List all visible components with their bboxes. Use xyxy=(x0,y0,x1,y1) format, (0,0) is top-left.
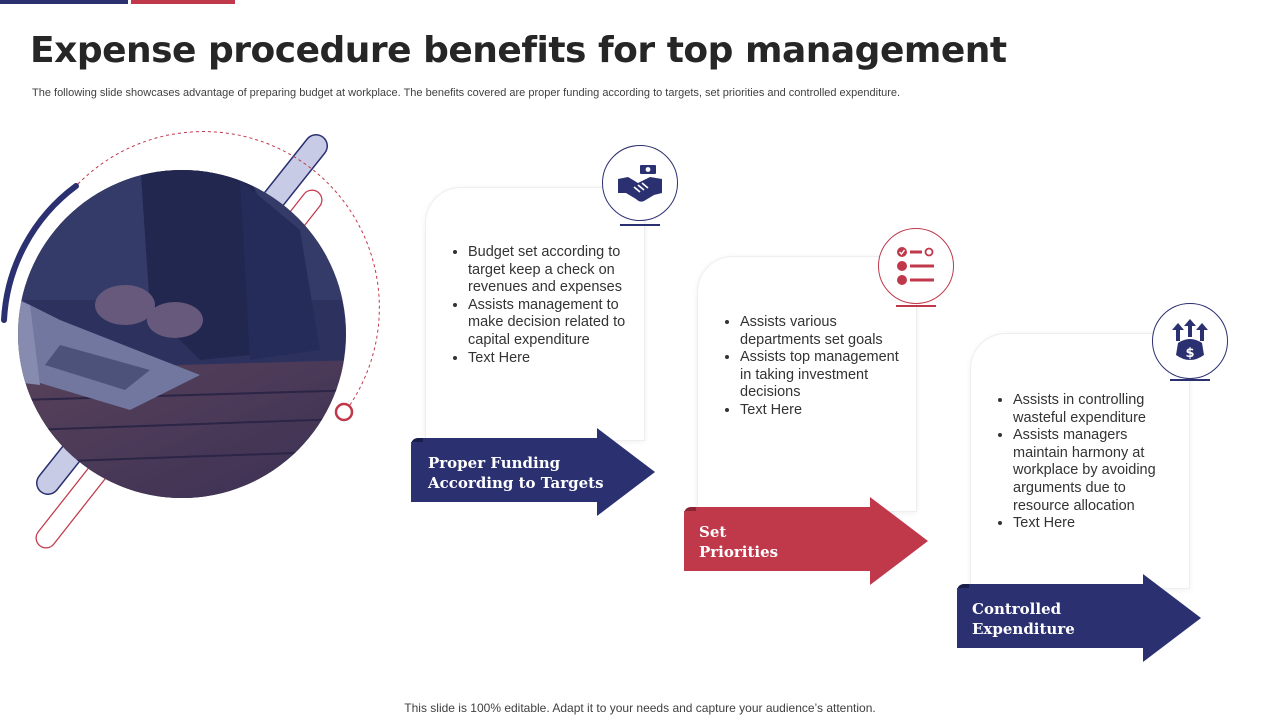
step-3-arrow xyxy=(957,574,1201,662)
bullet: Assists management to make decision rela… xyxy=(468,297,634,350)
step-1-bullets: Budget set according to target keep a ch… xyxy=(426,244,644,367)
dollar-arrows-icon: $ xyxy=(1172,319,1208,361)
step-2-bullets: Assists various departments set goals As… xyxy=(698,314,916,420)
footer-note: This slide is 100% editable. Adapt it to… xyxy=(404,701,876,715)
priority-list-icon xyxy=(897,247,934,285)
top-accent-red xyxy=(131,0,235,4)
bullet: Assists top management in taking investm… xyxy=(740,349,906,402)
dashed-arc xyxy=(77,131,380,413)
step-2-icon-circle xyxy=(878,228,954,304)
step-3-icon-circle: $ xyxy=(1152,303,1228,379)
step-2-label: Set Priorities xyxy=(699,523,779,561)
step-3-label: Controlled Expenditure xyxy=(972,600,1075,638)
bullet: Text Here xyxy=(1013,515,1179,533)
svg-text:$: $ xyxy=(1185,346,1194,361)
decorative-photo-graphic xyxy=(1,131,380,549)
office-photo xyxy=(18,170,346,498)
navy-arc xyxy=(1,183,79,323)
bullet: Budget set according to target keep a ch… xyxy=(468,244,634,297)
step-3-icon-underline xyxy=(1170,379,1210,381)
bullet: Assists in controlling wasteful expendit… xyxy=(1013,392,1179,427)
handshake-money-icon xyxy=(618,165,662,202)
step-card-3: Assists in controlling wasteful expendit… xyxy=(970,333,1190,589)
bullet: Text Here xyxy=(468,350,634,368)
step-1-label: Proper Funding According to Targets xyxy=(428,454,604,492)
step-3-bullets: Assists in controlling wasteful expendit… xyxy=(971,392,1189,533)
small-red-ring xyxy=(334,402,354,422)
step-1-icon-underline xyxy=(620,224,660,226)
top-accent-navy xyxy=(0,0,128,4)
bullet: Text Here xyxy=(740,402,906,420)
step-1-icon-circle xyxy=(602,145,678,221)
step-card-1: Budget set according to target keep a ch… xyxy=(425,187,645,441)
step-card-2: Assists various departments set goals As… xyxy=(697,256,917,512)
bullet: Assists managers maintain harmony at wor… xyxy=(1013,427,1179,515)
step-2-arrow xyxy=(684,497,928,585)
page-subtitle: The following slide showcases advantage … xyxy=(32,87,901,99)
page-title: Expense procedure benefits for top manag… xyxy=(30,30,1007,71)
step-1-arrow xyxy=(411,428,655,516)
step-2-icon-underline xyxy=(896,305,936,307)
bullet: Assists various departments set goals xyxy=(740,314,906,349)
